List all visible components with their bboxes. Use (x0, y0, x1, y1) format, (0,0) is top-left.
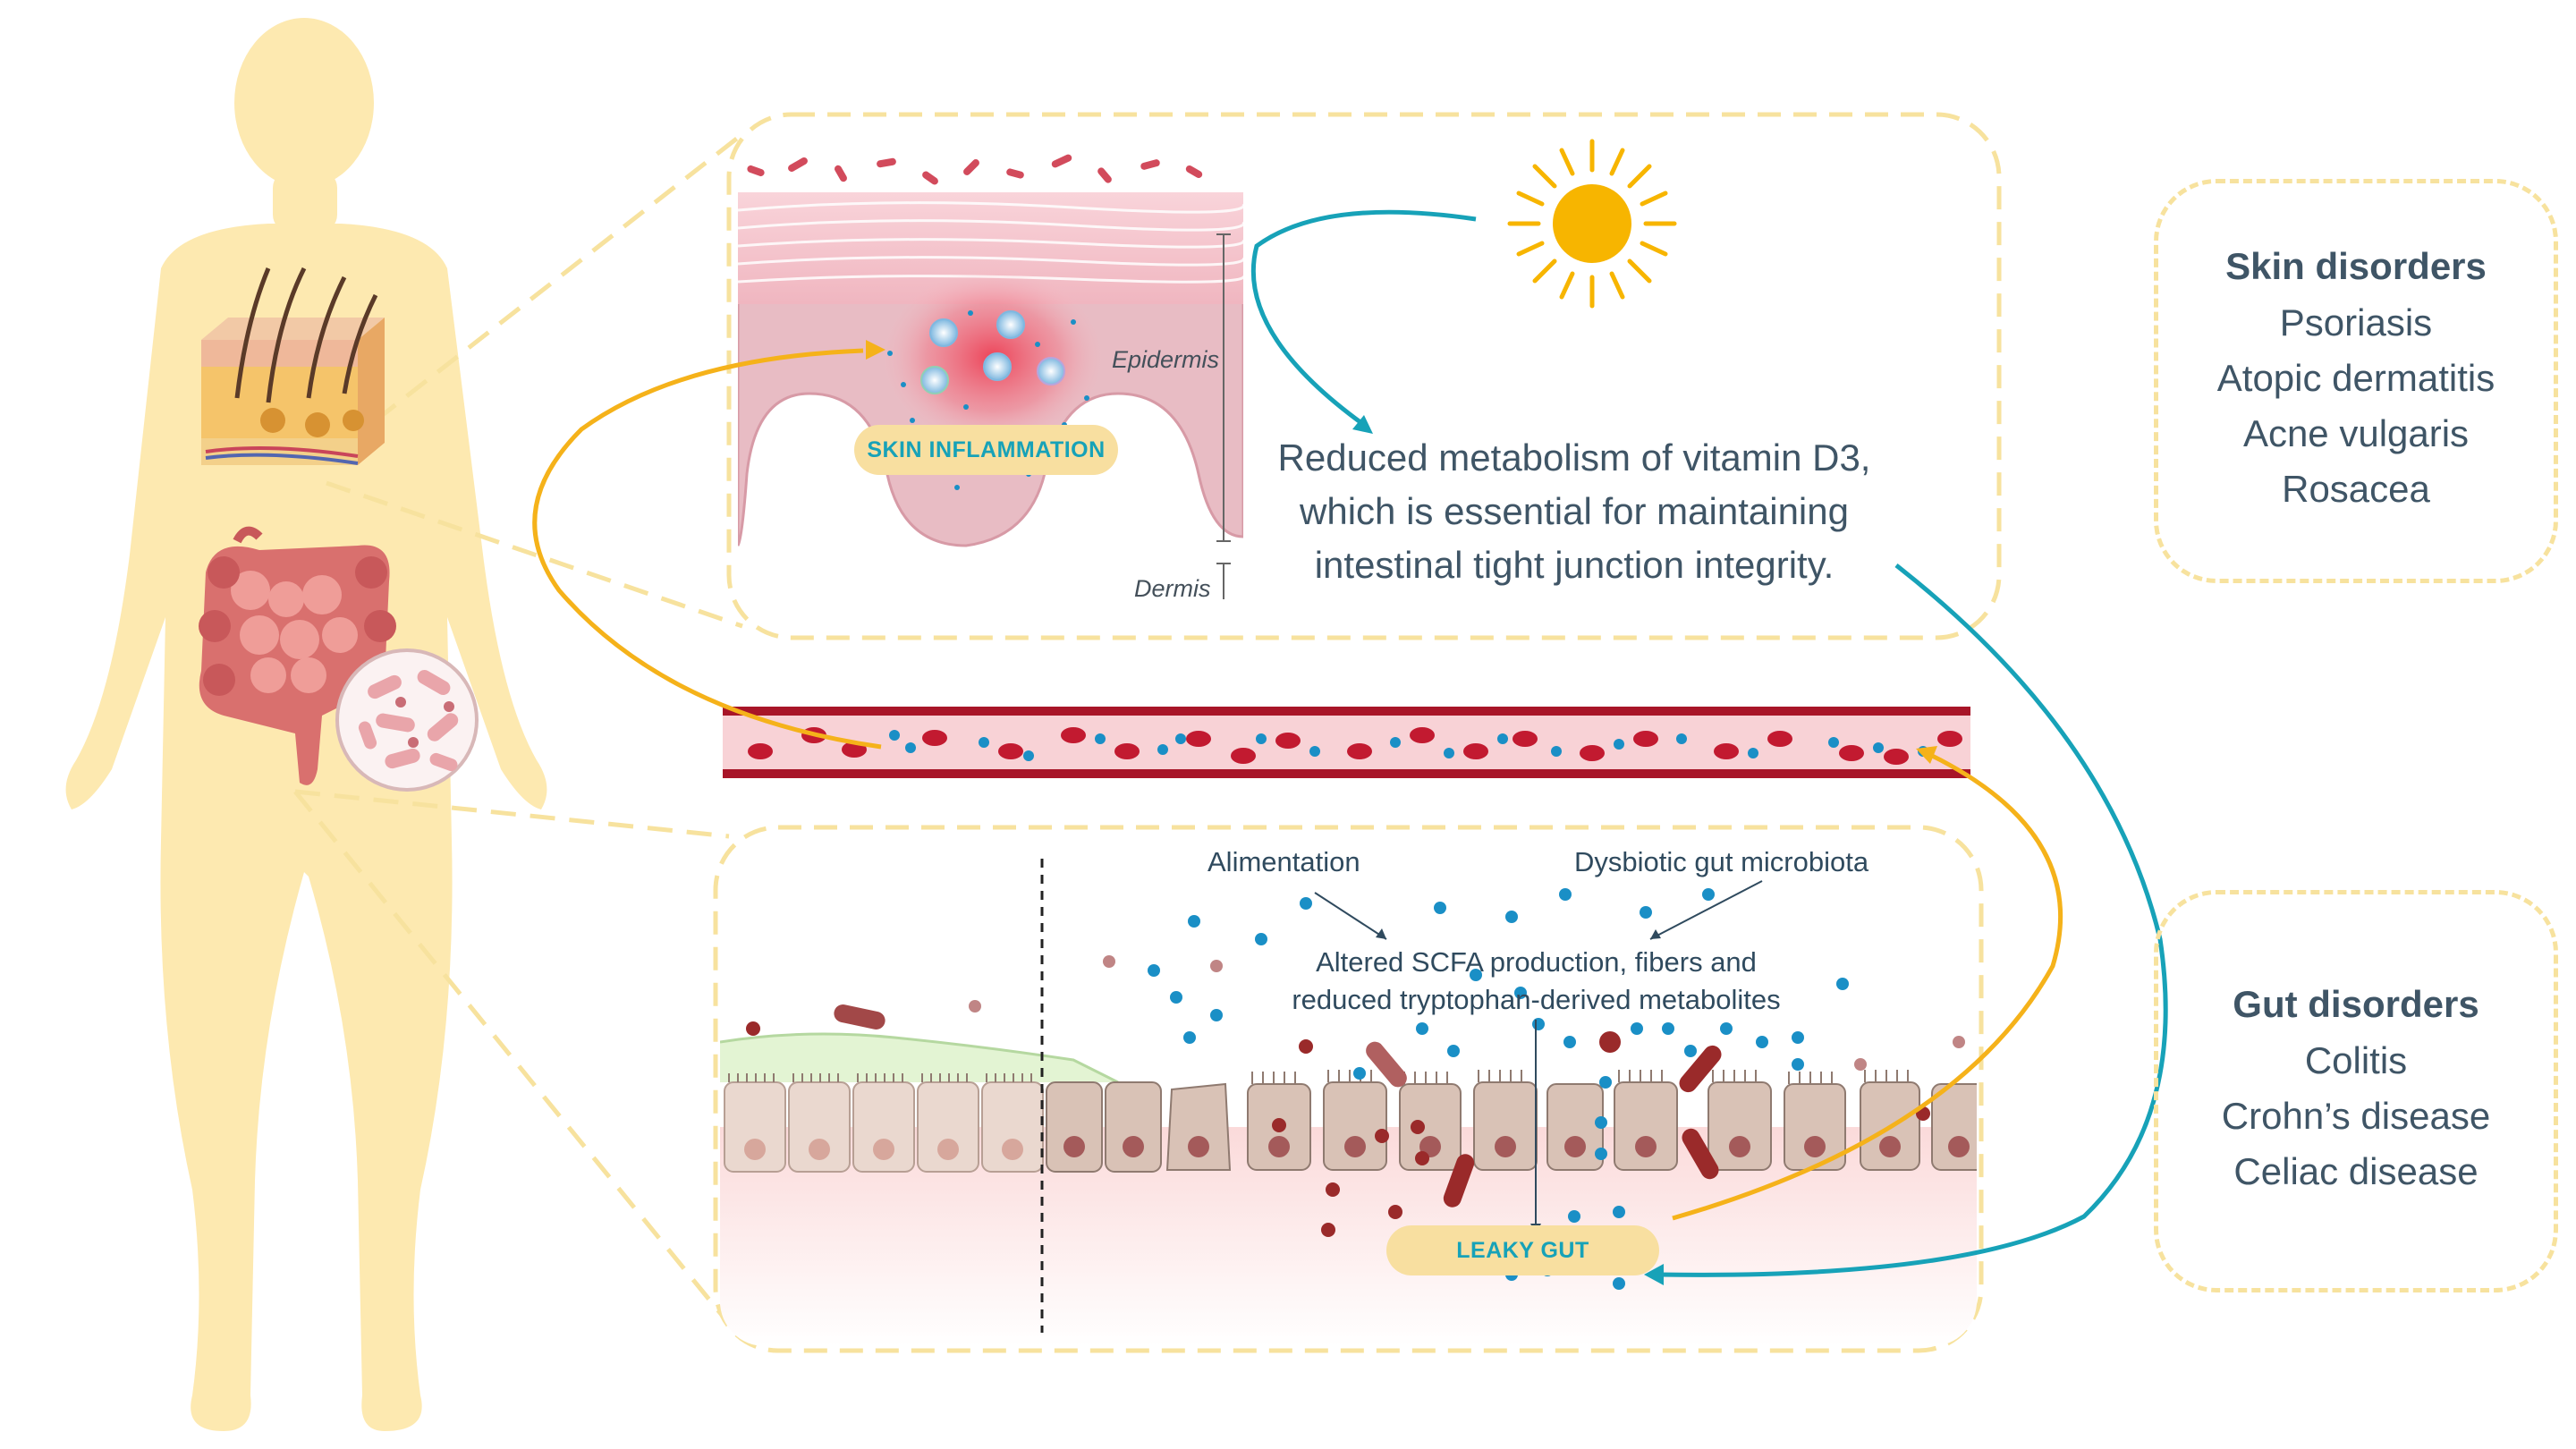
zoom-connector-lines (293, 132, 744, 1326)
immune-cells (920, 310, 1065, 394)
sun-icon (1507, 139, 1677, 309)
vitamin-d-text: Reduced metabolism of vitamin D3, which … (1252, 431, 1896, 592)
skin-inflammation-badge: SKIN INFLAMMATION (854, 425, 1118, 475)
intestine-icon (199, 526, 396, 785)
dermis-label: Dermis (1134, 575, 1211, 602)
gut-disorder-item: Crohn’s disease (2221, 1095, 2491, 1137)
skin-disorder-item: Acne vulgaris (2242, 412, 2470, 454)
sun-to-vitamin-arrow (1250, 209, 1477, 428)
bacteria-zoom-icon (335, 648, 479, 792)
gut-disorder-item: Celiac disease (2233, 1150, 2479, 1192)
leaky-gut-label: LEAKY GUT (1456, 1237, 1589, 1263)
blood-vessel (723, 707, 1970, 778)
metabolite-particles (889, 730, 1928, 761)
skin-disorder-item: Atopic dermatitis (2216, 357, 2496, 399)
scfa-line-1: Altered SCFA production, fibers and (1316, 946, 1757, 978)
gut-disorder-item: Colitis (2304, 1039, 2408, 1081)
damaged-enterocytes (1046, 1081, 1977, 1173)
dysbiosis-label: Dysbiotic gut microbiota (1574, 846, 1869, 877)
epidermis-label: Epidermis (1112, 346, 1220, 373)
vessel-to-skin-arrow (532, 348, 882, 750)
scfa-text: Altered SCFA production, fibers and redu… (1257, 944, 1816, 1019)
vitamin-d-line-2: which is essential for maintaining (1300, 490, 1849, 532)
skin-block-icon (201, 267, 385, 465)
skin-disorder-item: Psoriasis (2279, 301, 2433, 343)
gut-epithelium (720, 859, 1977, 1346)
vitamin-d-line-1: Reduced metabolism of vitamin D3, (1277, 436, 1871, 479)
scfa-line-2: reduced tryptophan-derived metabolites (1292, 984, 1781, 1015)
skin-cross-section (738, 152, 1243, 599)
gut-disorders-box: Gut disorders Colitis Crohn’s disease Ce… (2154, 890, 2558, 1292)
gut-to-vessel-arrow (1672, 749, 2063, 1221)
human-silhouette (65, 18, 547, 1431)
gut-bacteria (746, 955, 1965, 1237)
alimentation-label: Alimentation (1208, 846, 1360, 877)
skin-disorders-box: Skin disorders Psoriasis Atopic dermatit… (2154, 179, 2558, 583)
skin-disorders-title: Skin disorders (2225, 245, 2487, 287)
leaky-gut-badge: LEAKY GUT (1386, 1225, 1659, 1275)
skin-disorder-item: Rosacea (2282, 468, 2430, 510)
skin-inflammation-label: SKIN INFLAMMATION (867, 436, 1106, 462)
healthy-enterocytes (724, 1081, 1044, 1173)
gut-disorders-title: Gut disorders (2233, 983, 2479, 1025)
vitamin-d-line-3: intestinal tight junction integrity. (1314, 544, 1835, 586)
red-blood-cells (748, 727, 1962, 765)
